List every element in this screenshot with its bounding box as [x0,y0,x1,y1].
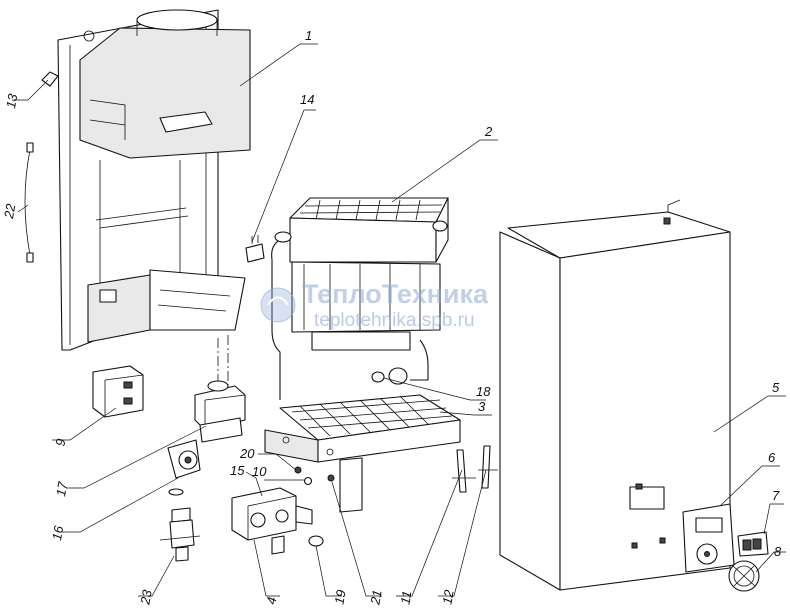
part-21-seal [327,474,335,482]
callout-23: 23 [137,588,155,607]
callout-10: 10 [252,464,267,479]
callout-14: 14 [300,92,314,107]
callout-2: 2 [484,124,493,139]
watermark: ТеплоТехника teplotehnika.spb.ru [260,279,489,331]
callout-16: 16 [49,524,66,542]
part-1-frame-and-flue-hood [57,9,251,395]
callout-8: 8 [774,544,782,559]
watermark-site: teplotehnika.spb.ru [314,310,475,331]
callout-11: 11 [397,590,414,606]
part-6-control-panel [682,503,735,573]
part-14-thermostat [245,235,265,263]
part-20-washer [294,466,302,474]
part-19-o-ring [308,535,324,547]
small-fittings [294,367,498,547]
watermark-brand: ТеплоТехника [302,279,489,309]
callout-1: 1 [305,28,312,43]
callout-20: 20 [239,446,255,461]
part-16-water-valve [167,439,201,496]
callout-13: 13 [3,92,20,110]
callout-22: 22 [1,202,19,221]
callout-7: 7 [772,488,780,503]
callout-21: 21 [367,589,384,607]
callout-19: 19 [331,589,348,606]
callout-4: 4 [263,596,279,606]
callout-5: 5 [772,380,780,395]
leader-lines [12,43,786,597]
callout-3: 3 [478,399,486,414]
part-23-tap [159,507,201,562]
part-8-knob [728,560,760,592]
callout-15: 15 [230,463,245,478]
part-4-gas-valve [231,487,313,555]
callout-9: 9 [52,438,68,448]
part-2-heat-exchanger [271,197,449,400]
part-5-front-casing [499,199,731,591]
callout-12: 12 [439,588,456,606]
callout-17: 17 [53,480,70,498]
part-9-ignition-unit [92,365,144,418]
part-18-gasket [371,371,385,383]
callout-18: 18 [476,384,491,399]
callout-labels: 1 2 3 4 5 6 7 8 9 10 11 12 13 14 15 16 1… [1,28,782,606]
part-7-display [737,531,769,557]
part-22-wire [24,142,34,263]
part-13-clip [41,71,59,87]
part-17-fan-unit [194,380,246,443]
part-10-screw [303,476,313,486]
callout-6: 6 [768,450,776,465]
part-3-burner [264,394,461,513]
